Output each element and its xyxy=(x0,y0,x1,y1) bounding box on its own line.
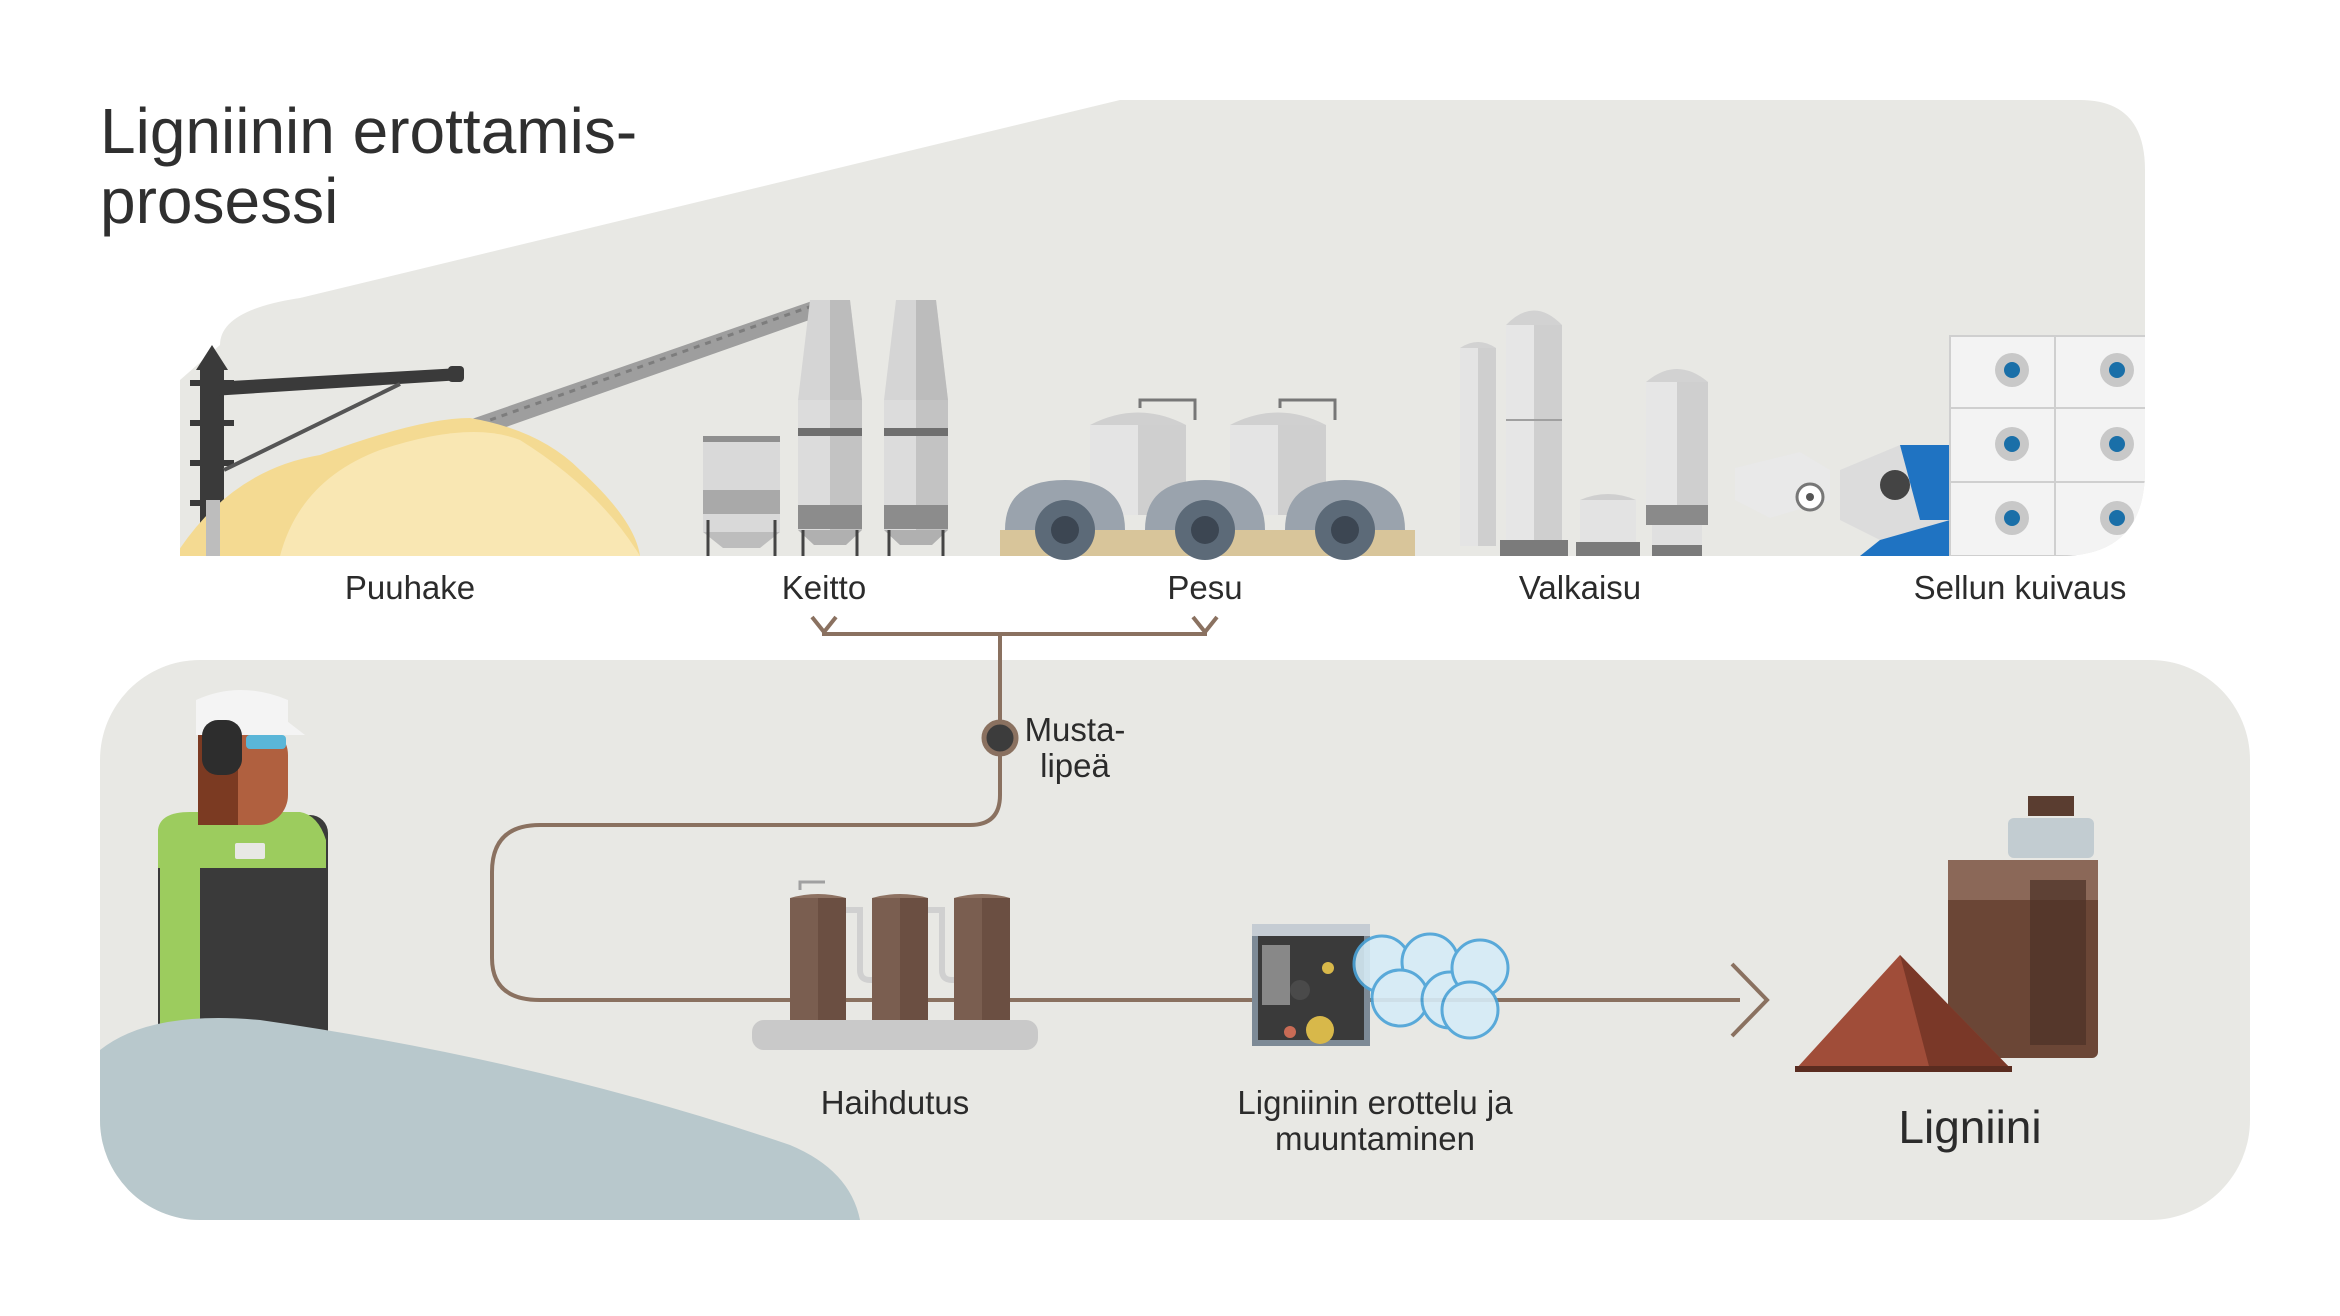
wood-chip-yard xyxy=(180,300,815,556)
separation-unit xyxy=(1252,924,1510,1046)
stage-label-erottelu: Ligniinin erottelu ja muuntaminen xyxy=(1237,1084,1513,1157)
pulp-dryer xyxy=(1735,335,2145,556)
cooking-digesters xyxy=(703,300,948,556)
bottom-panel-background xyxy=(100,660,2250,1220)
foreground-mound xyxy=(100,1018,860,1220)
flow-bracket xyxy=(810,615,1219,720)
stage-label-haihdutus: Haihdutus xyxy=(820,1084,970,1121)
stage-label-pesu: Pesu xyxy=(1167,569,1243,606)
node-label-mustalipea: Musta- lipeä xyxy=(1024,711,1126,784)
bleaching-towers xyxy=(1460,310,1708,556)
crane-arm xyxy=(212,368,462,396)
stage-label-valkaisu: Valkaisu xyxy=(1518,569,1642,606)
evaporators xyxy=(752,880,1038,1050)
flow-main xyxy=(490,634,1740,1002)
worker-figure xyxy=(100,690,860,1220)
stage-label-keitto: Keitto xyxy=(781,569,867,606)
stage-label-sellun-kuivaus: Sellun kuivaus xyxy=(1913,569,2127,606)
black-liquor-node xyxy=(981,719,1019,757)
page-title: Ligniinin erottamis- prosessi xyxy=(100,95,638,237)
stage-label-puuhake: Puuhake xyxy=(344,569,476,606)
lignin-product xyxy=(1795,796,2098,1072)
flow-lines xyxy=(490,615,1770,1038)
product-label-ligniini: Ligniini xyxy=(1898,1101,2042,1153)
washing-drums xyxy=(1000,398,1415,560)
dryer-cabinets xyxy=(1949,335,2145,556)
flow-arrowhead xyxy=(1730,962,1770,1038)
